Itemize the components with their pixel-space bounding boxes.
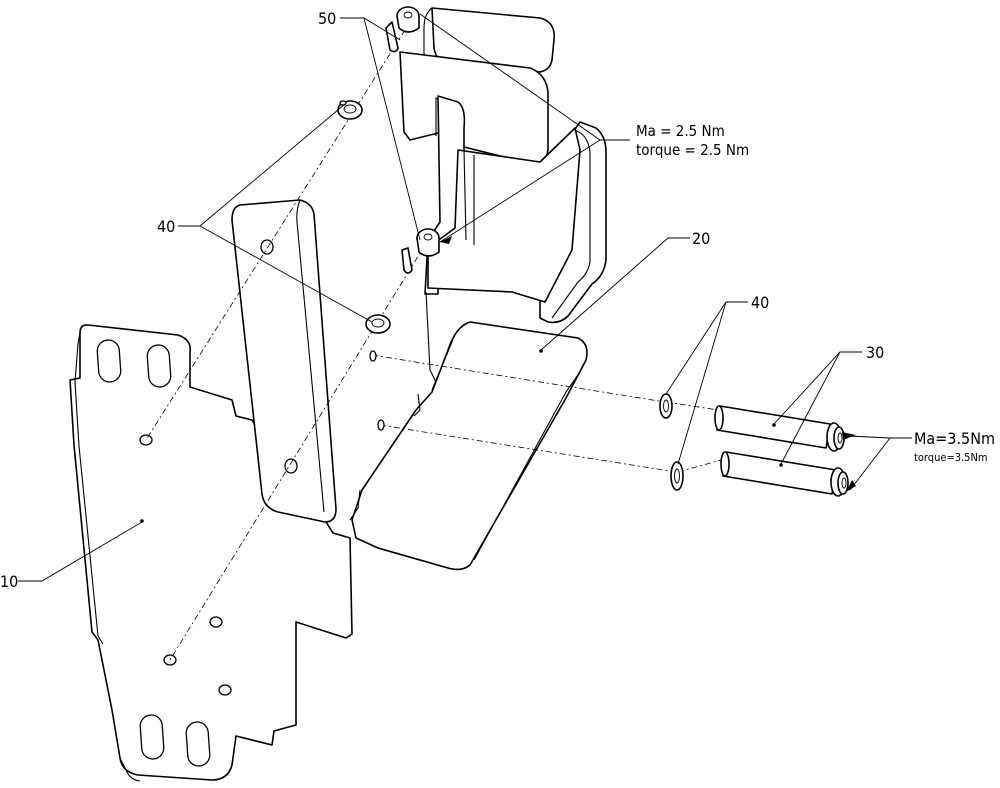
torque-note-pins-torque: torque=3.5Nm xyxy=(914,451,988,464)
callout-labels: 50 40 20 40 30 10 Ma = 2.5 Nm torque = 2… xyxy=(0,9,995,591)
assembly-axes xyxy=(145,29,729,661)
callout-part-30: 30 xyxy=(866,343,884,362)
leader-lines xyxy=(18,13,912,582)
washer-part-40-a xyxy=(337,100,363,120)
side-flange xyxy=(231,199,337,523)
pin-part-30-upper xyxy=(714,405,845,452)
callout-part-10: 10 xyxy=(0,572,18,591)
callout-part-40-right: 40 xyxy=(751,293,769,312)
base-plate-part-10 xyxy=(69,324,353,782)
torque-note-screws-ma: Ma = 2.5 Nm xyxy=(636,122,725,140)
callout-part-50: 50 xyxy=(318,9,336,28)
pin-part-30-lower xyxy=(720,451,849,497)
bracket-part-20 xyxy=(349,7,607,571)
callout-part-40-top: 40 xyxy=(157,217,175,236)
washer-part-40-c xyxy=(659,393,673,419)
torque-note-screws-torque: torque = 2.5 Nm xyxy=(636,141,749,159)
washer-part-40-d xyxy=(670,461,684,491)
screw-part-50-lower xyxy=(401,228,452,274)
callout-part-20: 20 xyxy=(692,229,710,248)
washer-part-40-b xyxy=(365,314,391,431)
screw-part-50-top xyxy=(385,6,420,53)
torque-note-pins-ma: Ma=3.5Nm xyxy=(914,429,995,448)
